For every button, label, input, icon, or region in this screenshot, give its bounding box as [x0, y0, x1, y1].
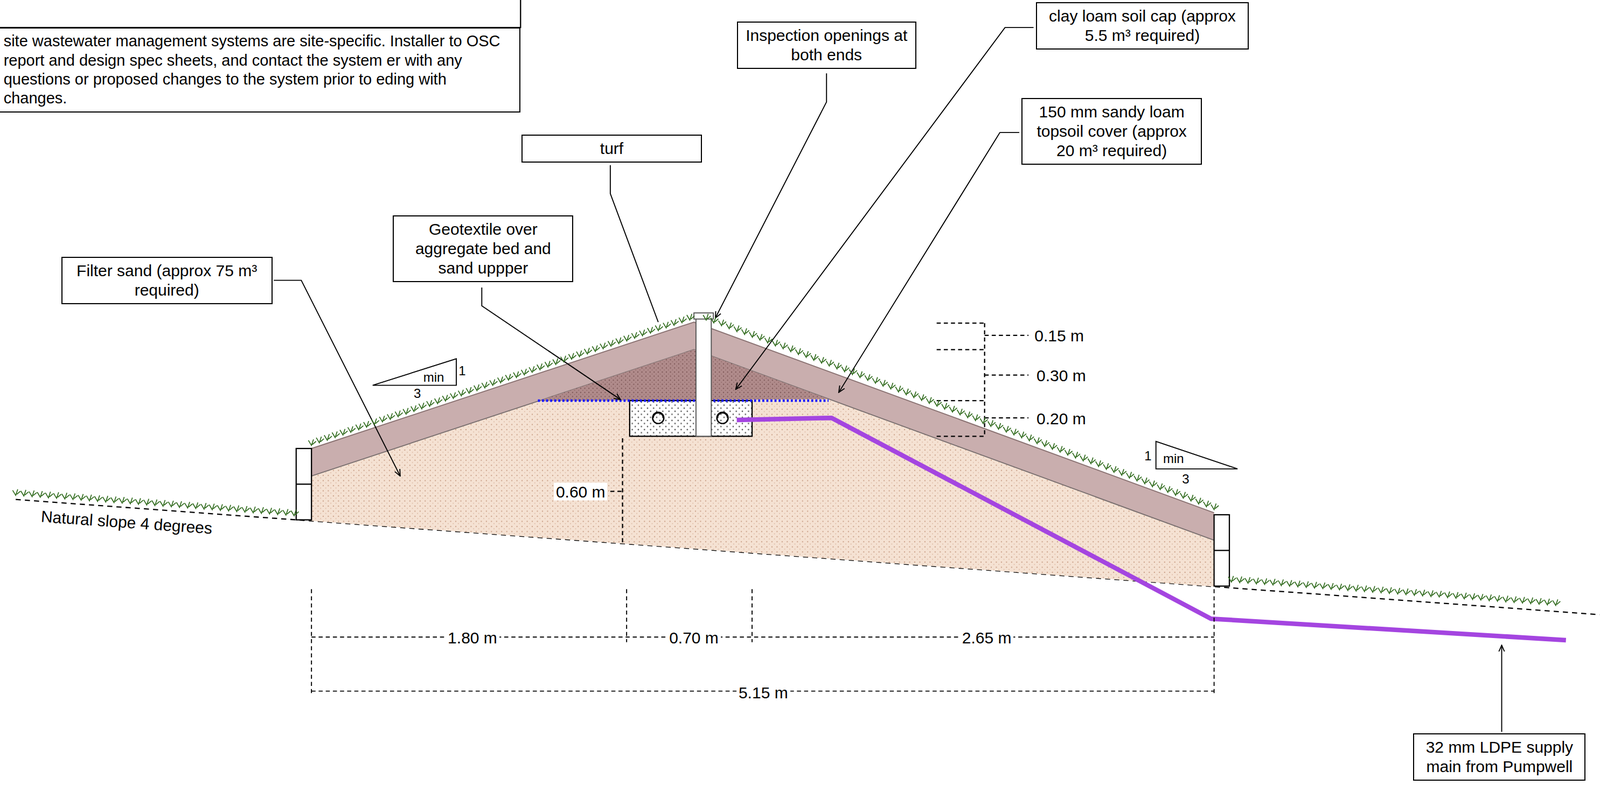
geotextile — [537, 399, 829, 403]
slope-label: 1 — [458, 364, 466, 379]
edge-post — [296, 448, 1230, 587]
slope-label: 3 — [413, 386, 421, 401]
dimension-label: 0.70 m — [666, 628, 721, 647]
height-dimension — [936, 323, 1029, 437]
dimension-label: 5.15 m — [736, 684, 791, 702]
slope-label: min — [1163, 451, 1185, 466]
box-text: turf — [527, 138, 696, 159]
slope-label: 3 — [1181, 472, 1189, 487]
callout-box: turf — [521, 134, 702, 163]
box-text: site wastewater management systems are s… — [3, 31, 514, 109]
sand-surface — [311, 349, 1214, 541]
depth-dimension — [610, 438, 623, 544]
dimension-label: 0.60 m — [553, 482, 608, 501]
turf-stroke — [12, 314, 1561, 606]
title-box — [0, 0, 521, 28]
inspection-pipe — [696, 318, 712, 437]
dimension-label: 0.30 m — [1034, 366, 1089, 385]
callout-box: 150 mm sandy loam topsoil cover (approx … — [1021, 98, 1202, 165]
slope-triangle — [1156, 441, 1238, 470]
callout-box: clay loam soil cap (approx 5.5 m³ requir… — [1035, 2, 1250, 50]
distribution-pipe — [652, 412, 728, 424]
width-dimension — [311, 589, 1214, 694]
dimension-label: 2.65 m — [960, 628, 1014, 647]
clay-cap — [537, 349, 829, 402]
slope-label: 1 — [1144, 448, 1152, 463]
turf-tufts — [12, 314, 1561, 606]
dimension-label: 1.80 m — [445, 628, 500, 647]
box-text: Filter sand (approx 75 m³ required) — [67, 261, 267, 301]
slope-note: Natural slope 4 degrees — [38, 507, 215, 538]
box-text: 150 mm sandy loam topsoil cover (approx … — [1027, 102, 1196, 161]
aggregate-bed — [629, 400, 753, 437]
leader-line — [273, 27, 1502, 733]
callout-box: 32 mm LDPE supply main from Pumpwell — [1413, 733, 1586, 782]
slope-label: min — [423, 370, 445, 385]
dimension-label: 0.20 m — [1034, 409, 1089, 428]
box-text: Geotextile over aggregate bed and sand u… — [399, 219, 567, 278]
note-box: site wastewater management systems are s… — [0, 27, 521, 113]
dimension-label: 0.15 m — [1032, 327, 1087, 345]
slope-triangle — [372, 358, 457, 386]
callout-box: Inspection openings at both ends — [736, 21, 917, 69]
box-text: clay loam soil cap (approx 5.5 m³ requir… — [1042, 6, 1243, 46]
callout-box: Filter sand (approx 75 m³ required) — [61, 256, 273, 305]
box-text: Inspection openings at both ends — [743, 25, 910, 65]
topsoil-cover — [311, 322, 1214, 541]
callout-box: Geotextile over aggregate bed and sand u… — [392, 215, 574, 283]
box-text: 32 mm LDPE supply main from Pumpwell — [1419, 738, 1579, 777]
supply-main — [736, 418, 1567, 641]
